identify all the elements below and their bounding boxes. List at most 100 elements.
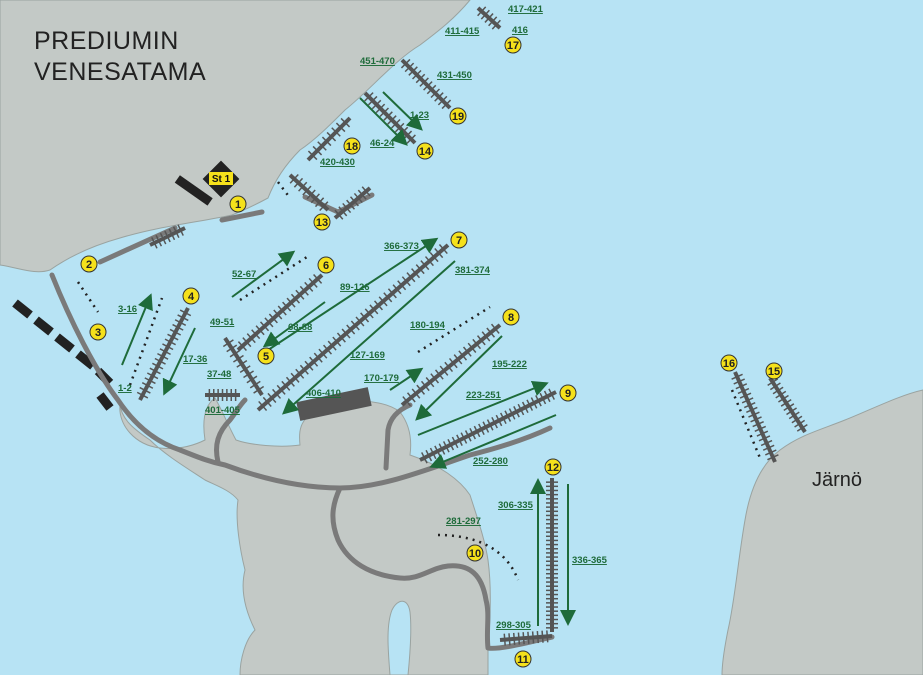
pier-finger (390, 118, 401, 129)
pier-finger (752, 420, 764, 428)
marker-circle (514, 650, 532, 668)
berth-range-label: 252-280 (473, 456, 508, 467)
pier-finger (411, 69, 422, 80)
pier-finger (136, 391, 149, 399)
pier-finger (472, 338, 482, 350)
pier-finger (541, 630, 544, 643)
pier-finger (229, 349, 241, 358)
jarno-label: Järnö (812, 469, 862, 491)
marker-circle (343, 137, 361, 155)
pier-finger (313, 352, 323, 363)
pier-finger (375, 103, 386, 114)
pier-finger (285, 376, 295, 387)
pier-finger (791, 415, 803, 424)
pier-finger (276, 384, 286, 395)
pier-finger (438, 244, 448, 255)
pier-finger (786, 407, 797, 416)
berth-range-label: 381-374 (455, 265, 491, 276)
pier-finger (423, 81, 433, 91)
pier-finger (289, 173, 299, 184)
pier-finger (157, 352, 169, 360)
pier-finger (758, 435, 771, 442)
pier-finger (416, 384, 426, 395)
marker-17: 17 (504, 36, 522, 54)
marker-number: 8 (508, 312, 514, 324)
pier-finger (526, 399, 534, 411)
pier-finger (767, 454, 779, 461)
pier-finger (733, 378, 745, 385)
pier-finger (314, 197, 325, 208)
pier-finger (780, 399, 792, 407)
marker-circle (504, 36, 522, 54)
pier-finger (149, 367, 161, 375)
pier-finger (340, 117, 351, 128)
pier-finger (411, 388, 421, 399)
marker-number: 6 (323, 260, 329, 272)
marker-circle (544, 458, 562, 476)
berth-range-label: 411-415 (445, 26, 480, 37)
pier-finger (332, 336, 342, 347)
pier-finger (387, 115, 397, 125)
marker-circle (720, 354, 738, 372)
pier-finger (304, 360, 314, 371)
pier-finger (546, 630, 549, 643)
pier-finger (406, 392, 416, 403)
berth-range-label: 180-194 (410, 320, 446, 331)
pier-finger (402, 396, 412, 407)
pier-finger (439, 365, 449, 376)
marker-number: 4 (188, 291, 195, 303)
berth-range-label: 52-67 (232, 269, 256, 280)
pier-19 (400, 58, 452, 110)
pier-finger (169, 328, 182, 336)
pier-finger (327, 340, 337, 351)
pier-finger (765, 449, 777, 456)
pier-finger (453, 354, 463, 365)
pier-finger (406, 134, 416, 144)
fuel-station: St 1 (174, 160, 240, 206)
pier-finger (735, 383, 748, 390)
pier-finger (246, 333, 256, 344)
pier-finger (415, 73, 426, 84)
marker-19: 19 (449, 107, 467, 125)
pier-15 (768, 376, 807, 434)
pier-finger (172, 323, 184, 331)
pier-finger (421, 452, 428, 464)
pier-finger (338, 206, 348, 217)
pier-finger (281, 380, 291, 391)
pier-finger (242, 337, 252, 348)
marker-number: 13 (316, 217, 328, 229)
pier-finger (318, 348, 328, 359)
marker-9: 9 (559, 384, 577, 402)
berth-range-label: 406-410 (306, 388, 341, 399)
pier-finger (469, 427, 476, 440)
pier-finger (309, 356, 319, 367)
marker-circle (450, 231, 468, 249)
marker-circle (559, 384, 577, 402)
pier-finger (438, 443, 446, 455)
pier-finger (503, 633, 506, 646)
pier-finger (179, 309, 192, 317)
berth-range-label: 416 (512, 25, 528, 36)
pier-finger (139, 386, 151, 394)
pier-finger (342, 202, 352, 214)
pier-finger (783, 403, 795, 411)
pier-finger (481, 331, 491, 342)
berth-range-label: 49-51 (210, 317, 235, 328)
marker-number: 5 (263, 351, 269, 363)
pier-finger (462, 346, 472, 357)
pier-finger (442, 441, 450, 453)
pier-11 (499, 634, 553, 642)
pier-finger (326, 131, 337, 142)
pier-finger (548, 388, 555, 400)
pier-finger (530, 397, 538, 409)
pier-finger (353, 192, 363, 204)
pier-finger (159, 232, 167, 245)
pier-finger (146, 372, 159, 380)
pier-finger (299, 285, 309, 296)
pier-finger (476, 335, 486, 346)
pier-finger (267, 392, 277, 403)
pier-finger (451, 436, 459, 449)
pier-finger (159, 348, 171, 356)
